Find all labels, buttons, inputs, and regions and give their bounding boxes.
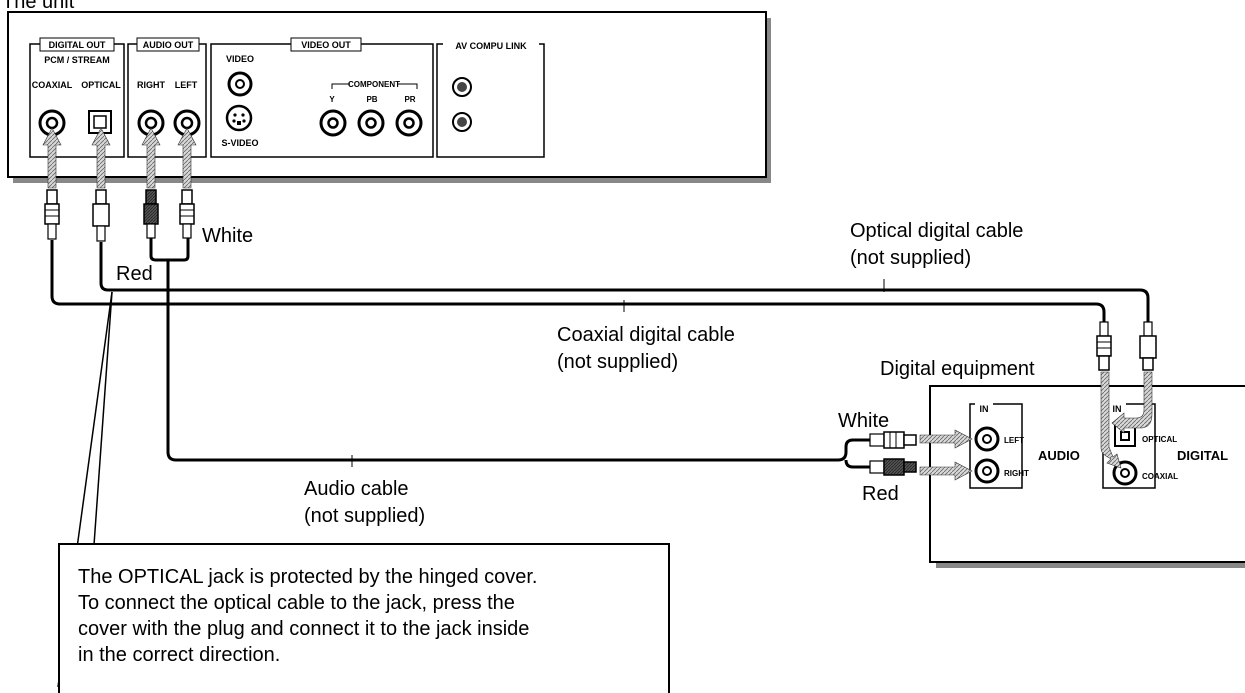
optical-cable-label-line2: (not supplied) (850, 247, 971, 269)
red-label-equipment: Red (862, 483, 899, 505)
coaxial-plug-unit (44, 189, 60, 240)
optical-in-label: OPTICAL (1142, 435, 1177, 444)
av-compu-link-header: AV COMPU LINK (455, 41, 527, 51)
digital-out-section: DIGITAL OUT PCM / STREAM COAXIAL OPTICAL (29, 37, 125, 158)
audio-white-plug-equipment (869, 431, 917, 449)
equipment-insert-arrows (919, 371, 1153, 481)
white-label-equipment: White (838, 410, 889, 432)
audio-in-name: AUDIO (1038, 448, 1080, 463)
digital-in-header: IN (1113, 404, 1122, 414)
coaxial-cable (50, 240, 1106, 322)
audio-white-plug-unit (179, 189, 195, 239)
s-video-label: S-VIDEO (221, 138, 258, 148)
audio-out-header: AUDIO OUT (143, 40, 194, 50)
optical-plug-unit (92, 189, 110, 242)
unit-insert-arrows (42, 127, 197, 189)
coaxial-plug-equipment (1096, 321, 1112, 371)
audio-out-section: AUDIO OUT RIGHT LEFT (127, 37, 207, 158)
optical-out-jack (88, 110, 112, 134)
equipment-title: Digital equipment (880, 358, 1035, 380)
cable-label-ticks (351, 279, 885, 467)
coaxial-cable-label-line2: (not supplied) (557, 351, 678, 373)
video-jack-center (235, 79, 245, 89)
white-label-unit: White (202, 225, 253, 247)
optical-cable (99, 242, 1150, 322)
optical-cable-label-line1: Optical digital cable (850, 220, 1023, 242)
av-compu-link-section: AV COMPU LINK (436, 39, 545, 158)
pcm-stream-label: PCM / STREAM (44, 55, 110, 65)
s-video-jack (225, 104, 253, 132)
audio-left-label: LEFT (175, 80, 198, 90)
audio-in-left-label: LEFT (1004, 436, 1024, 445)
cables (50, 238, 1150, 469)
audio-right-label: RIGHT (137, 80, 166, 90)
audio-in-section: IN LEFT RIGHT (969, 400, 1029, 489)
audio-in-header: IN (980, 404, 989, 414)
note-text: The OPTICAL jack is protected by the hin… (60, 545, 668, 668)
video-out-header: VIDEO OUT (301, 40, 351, 50)
note-line-1: The OPTICAL jack is protected by the hin… (78, 566, 538, 588)
component-label: COMPONENT (348, 80, 400, 89)
audio-cable (149, 238, 870, 469)
note-line-3: cover with the plug and connect it to th… (78, 618, 530, 640)
coaxial-cable-label-line1: Coaxial digital cable (557, 324, 735, 346)
digital-out-header: DIGITAL OUT (49, 40, 106, 50)
optical-out-label: OPTICAL (81, 80, 121, 90)
digital-in-name: DIGITAL (1177, 448, 1228, 463)
audio-red-plug-equipment (869, 458, 917, 476)
audio-in-right-label: RIGHT (1004, 469, 1029, 478)
video-out-section: VIDEO OUT VIDEO S-VIDEO COMPONENT Y PB P… (210, 37, 434, 158)
unit-title: The unit (2, 0, 75, 13)
red-label-unit: Red (116, 263, 153, 285)
component-y-label: Y (329, 95, 335, 104)
coaxial-in-label: COAXIAL (1142, 472, 1178, 481)
optical-plug-equipment (1139, 321, 1157, 371)
unit-rear-panel (7, 11, 771, 183)
audio-cable-label-line2: (not supplied) (304, 505, 425, 527)
audio-cable-label-line1: Audio cable (304, 478, 409, 500)
component-pb-label: PB (366, 95, 377, 104)
audio-red-plug-unit (143, 189, 159, 239)
component-pr-label: PR (404, 95, 415, 104)
note-line-2: To connect the optical cable to the jack… (78, 592, 515, 614)
optical-jack-note: The OPTICAL jack is protected by the hin… (58, 543, 670, 693)
coaxial-out-label: COAXIAL (32, 80, 73, 90)
video-label: VIDEO (226, 54, 254, 64)
note-line-4: in the correct direction. (78, 644, 281, 666)
